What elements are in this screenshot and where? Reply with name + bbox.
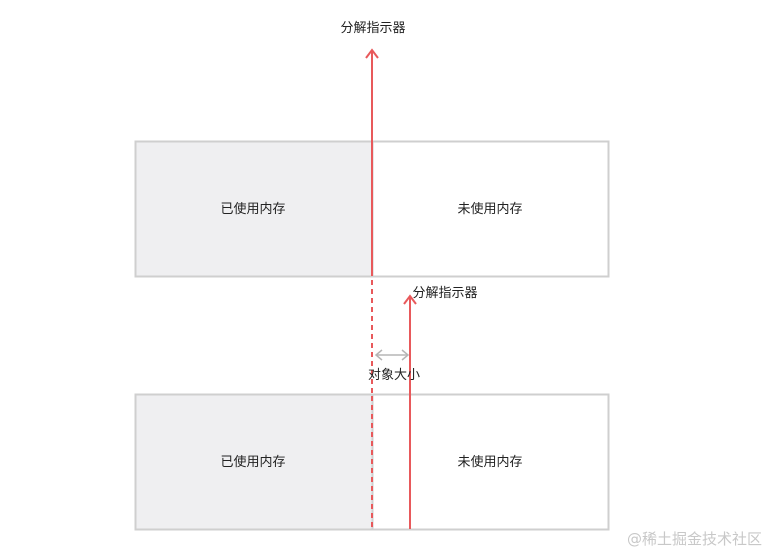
bottom-unused-memory-label: 未使用内存 [457, 455, 523, 470]
top-pointer-label: 分解指示器 [340, 21, 406, 36]
top-pointer-arrow-head [365, 48, 379, 59]
object-size-arrow-left-head [374, 349, 383, 361]
bottom-used-memory-block [134, 393, 374, 531]
top-unused-memory-block [371, 140, 610, 278]
bottom-pointer-label: 分解指示器 [412, 286, 478, 301]
bottom-pointer-arrow-head [403, 294, 417, 305]
watermark: @稀土掘金技术社区 [626, 530, 762, 548]
top-used-memory-block [134, 140, 374, 278]
top-used-memory-label: 已使用内存 [220, 202, 286, 217]
top-unused-memory-label: 未使用内存 [457, 202, 523, 217]
bottom-used-memory-label: 已使用内存 [220, 455, 286, 470]
bottom-unused-memory-block [371, 393, 610, 531]
object-size-label: 对象大小 [367, 368, 421, 383]
object-size-arrow-right-head [401, 349, 410, 361]
